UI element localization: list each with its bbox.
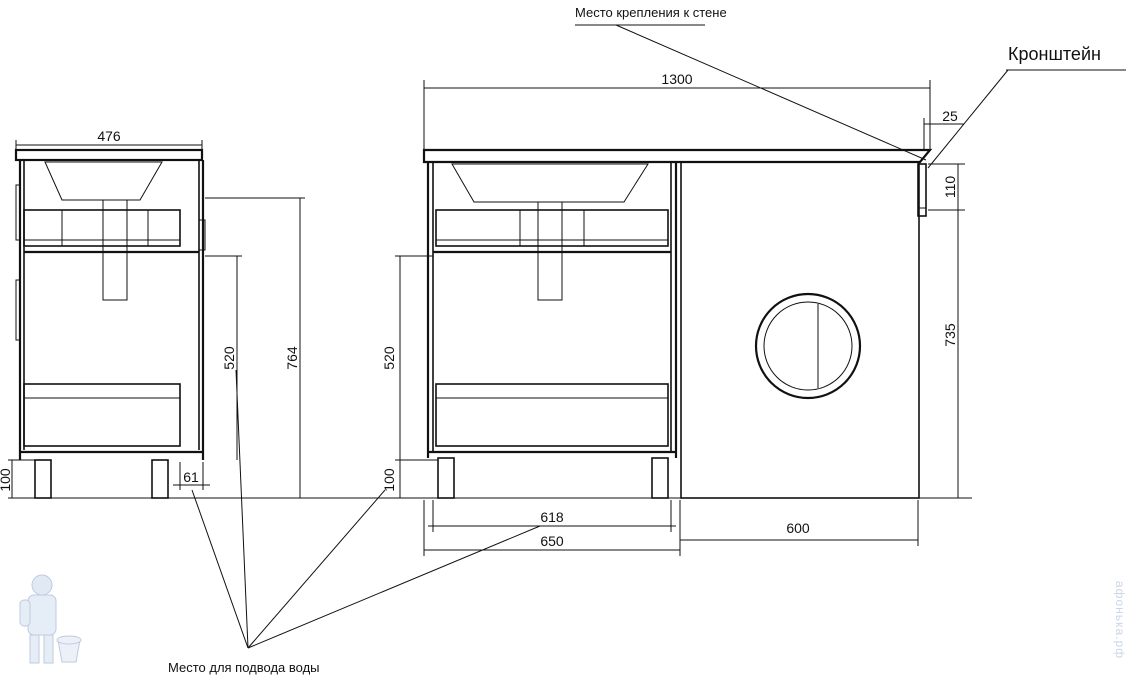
dim-front-total-width: 1300 [661,71,692,87]
label-bracket: Кронштейн [1008,44,1101,64]
dim-side-width: 476 [97,128,121,144]
dim-front-bracket-height: 110 [942,176,958,199]
machine-door-outer [754,292,862,400]
dim-front-leg-height: 100 [381,468,397,492]
leader-bracket [927,69,1009,169]
label-wall-mount: Место крепления к стене [575,5,727,20]
side-siphon [102,199,128,301]
dim-side-leg-height: 100 [0,468,13,492]
machine-door-inner [763,301,853,391]
side-upper-drawer [23,209,181,247]
watermark-text: афонька.рф [1113,581,1127,659]
side-handle-upper [198,219,206,251]
washing-machine [680,161,920,499]
dim-side-drain-height: 520 [221,346,237,370]
side-leg-back [34,459,52,499]
dim-side-water-offset: 61 [183,469,199,485]
front-basin [451,163,649,203]
annotations: Место крепления к стене Кронштейн Место … [168,5,1126,675]
side-leg-front [151,459,169,499]
label-water-supply: Место для подвода воды [168,660,320,675]
dim-front-machine-height: 735 [942,323,958,347]
dim-side-height-total: 764 [284,346,300,370]
front-countertop [422,148,933,164]
front-lower-drawer [435,383,669,447]
side-lower-drawer [23,383,181,447]
side-basin [44,161,163,201]
plumber-mascot-icon [19,574,82,664]
dim-front-drain-height: 520 [381,346,397,370]
dim-front-cabinet-width: 650 [540,533,564,549]
front-upper-drawer [435,209,669,247]
side-countertop [14,148,204,162]
front-leg-right [651,457,669,499]
dim-front-bracket-offset: 25 [942,108,958,124]
bracket [917,163,927,217]
dim-front-inner-width: 618 [540,509,564,525]
front-view: 1300 25 110 735 520 100 618 650 [381,71,972,556]
front-leg-left [437,457,455,499]
dim-front-machine-width: 600 [786,520,810,536]
leader-wall-mount [615,24,927,161]
watermark: афонька.рф [19,574,1127,664]
side-view: 476 764 520 100 61 [0,128,305,499]
